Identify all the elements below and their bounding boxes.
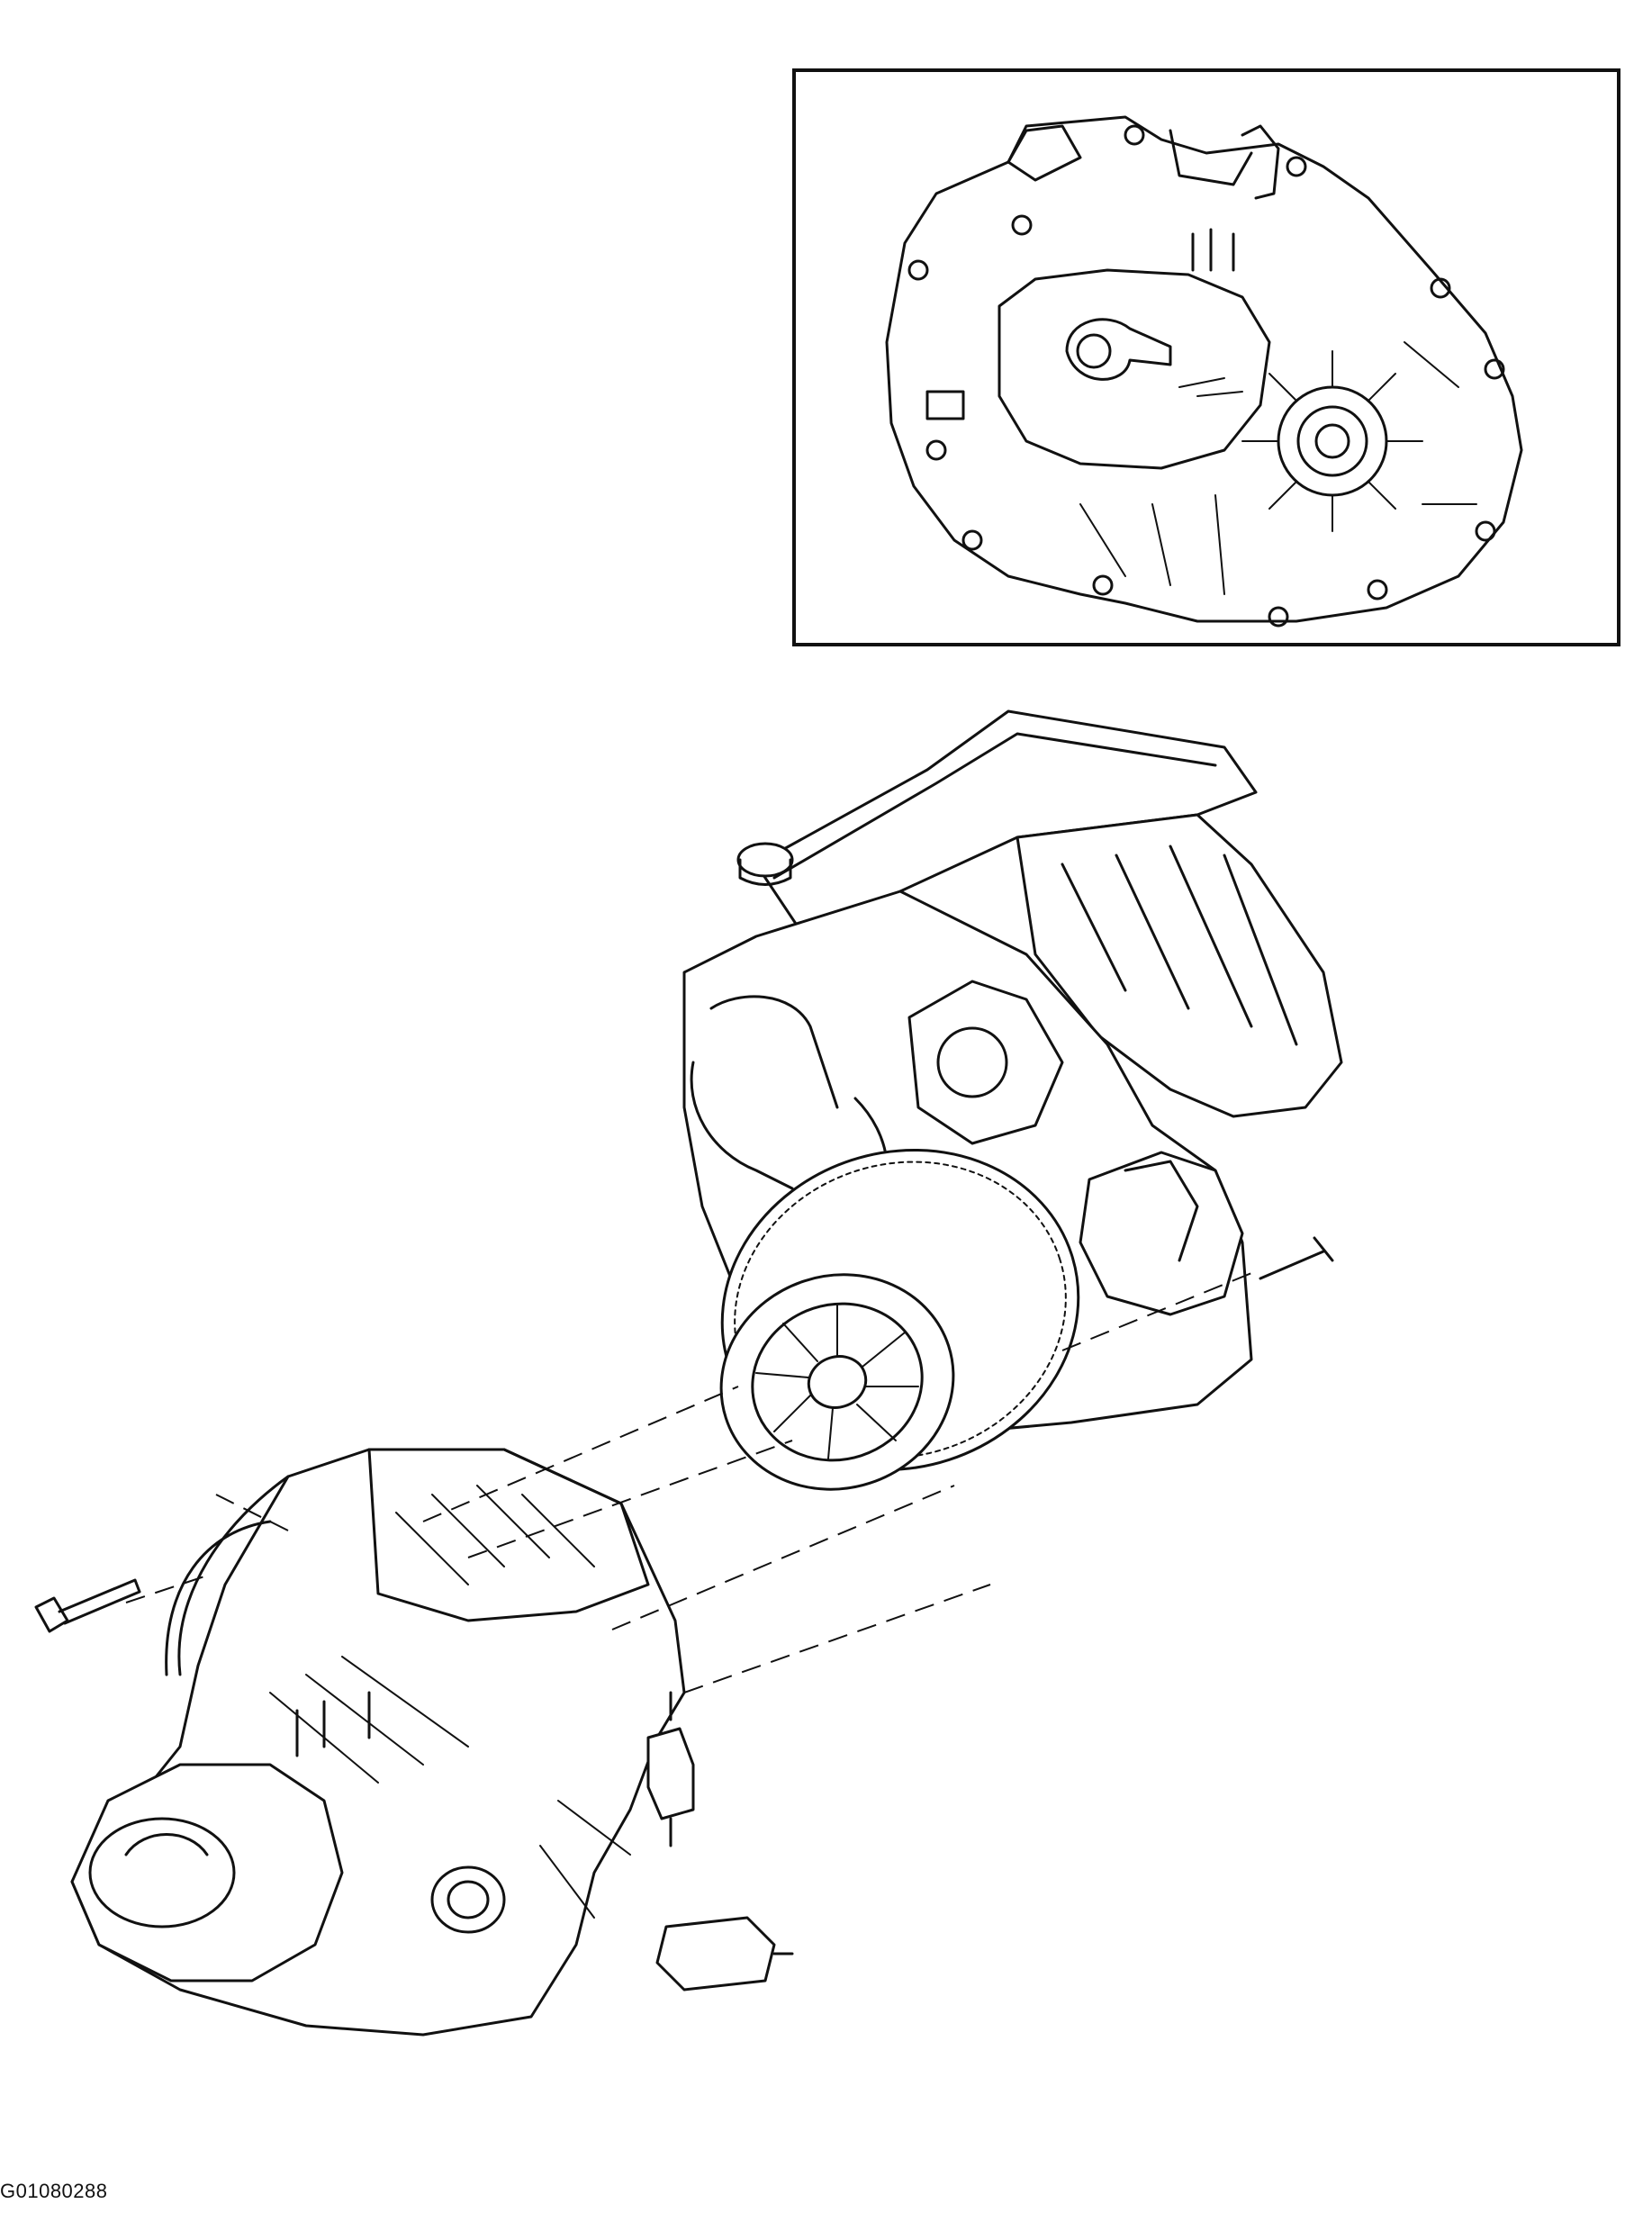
alignment-lines	[125, 1269, 1261, 1694]
figure-code: G01080288	[0, 2180, 108, 2202]
transaxle-mounting-bolt	[34, 1578, 141, 1633]
inset-panel	[792, 68, 1620, 646]
engine-assembly	[682, 709, 1343, 1491]
inset-transaxle-case	[885, 115, 1523, 628]
transaxle-assembly	[34, 1448, 794, 2037]
